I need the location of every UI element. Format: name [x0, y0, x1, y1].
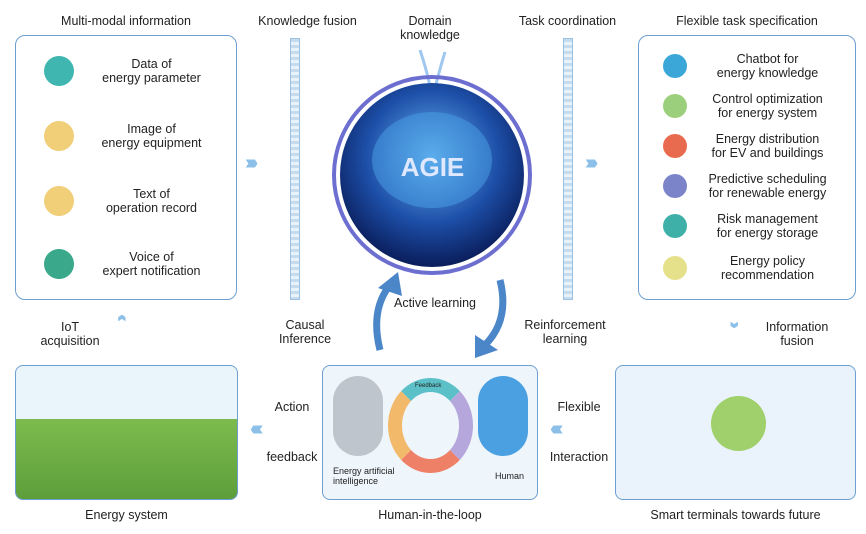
- item-label: Voice of expert notification: [102, 250, 201, 278]
- list-item: Text of operation record: [44, 186, 229, 216]
- battery-icon: [663, 214, 687, 238]
- chevron-left-icon: ›››››: [255, 418, 264, 440]
- chevron-down-icon: ›››: [724, 321, 745, 324]
- list-item: Control optimization for energy system: [663, 92, 848, 120]
- iot-acquisition-label: IoT acquisition: [40, 320, 100, 348]
- list-item: Chatbot for energy knowledge: [663, 52, 848, 80]
- ai-figure: [333, 376, 383, 456]
- item-label: Text of operation record: [105, 187, 198, 215]
- item-label: Risk management for energy storage: [716, 212, 819, 240]
- person-icon: [663, 94, 687, 118]
- feedback-side-label: feedback: [266, 450, 318, 464]
- cloud-icon: [44, 121, 74, 151]
- presentation-icon: [663, 256, 687, 280]
- item-label: Control optimization for energy system: [712, 92, 823, 120]
- chevron-up-icon: ›››: [110, 319, 131, 322]
- hitl-panel: Feedback Energy artificial intelligence …: [322, 365, 538, 500]
- information-fusion-label: Information fusion: [765, 320, 829, 348]
- list-item: Voice of expert notification: [44, 249, 229, 279]
- item-label: Energy distribution for EV and buildings: [711, 132, 824, 160]
- list-item: Risk management for energy storage: [663, 212, 848, 240]
- network-icon: [663, 174, 687, 198]
- human-label: Human: [495, 471, 525, 481]
- item-label: Energy policy recommendation: [720, 254, 815, 282]
- list-item: Predictive scheduling for renewable ener…: [663, 172, 848, 200]
- robot-icon: [663, 54, 687, 78]
- active-learning-label: Active learning: [394, 296, 476, 310]
- item-label: Image of energy equipment: [101, 122, 202, 150]
- chevron-right-icon: ›››››: [585, 152, 599, 174]
- chart-icon: [44, 56, 74, 86]
- header-task-coordination: Task coordination: [518, 14, 617, 28]
- human-figure: [478, 376, 528, 456]
- loop-cycle: [388, 378, 473, 473]
- smart-terminals-panel: [615, 365, 856, 500]
- item-label: Data of energy parameter: [102, 57, 201, 85]
- list-item: Image of energy equipment: [44, 121, 229, 151]
- header-flexible-task: Flexible task specification: [676, 14, 818, 28]
- energy-system-panel: [15, 365, 238, 500]
- building-icon: [663, 134, 687, 158]
- list-item: Energy policy recommendation: [663, 254, 848, 282]
- terminals-caption: Smart terminals towards future: [650, 508, 821, 522]
- item-label: Predictive scheduling for renewable ener…: [708, 172, 827, 200]
- task-panel: Chatbot for energy knowledge Control opt…: [638, 35, 856, 300]
- learning-arrows: [373, 272, 507, 358]
- list-item: Data of energy parameter: [44, 56, 229, 86]
- flexible-label: Flexible: [557, 400, 601, 414]
- ai-label: Energy artificial intelligence: [333, 466, 395, 486]
- reinforcement-learning-label: Reinforcement learning: [524, 318, 606, 346]
- list-item: Energy distribution for EV and buildings: [663, 132, 848, 160]
- interaction-label: Interaction: [549, 450, 609, 464]
- task-coordination-bar: [563, 38, 573, 300]
- knowledge-fusion-bar: [290, 38, 300, 300]
- header-multimodal: Multi-modal information: [61, 14, 191, 28]
- chevron-right-icon: ›››››: [245, 152, 259, 174]
- agie-brain: [332, 49, 532, 275]
- header-knowledge-fusion: Knowledge fusion: [258, 14, 357, 28]
- agie-label: AGIE: [400, 152, 465, 182]
- megaphone-icon: [44, 249, 74, 279]
- feedback-label: Feedback: [415, 383, 442, 389]
- item-label: Chatbot for energy knowledge: [716, 52, 819, 80]
- multimodal-panel: Data of energy parameter Image of energy…: [15, 35, 237, 300]
- globe-icon: [711, 396, 766, 451]
- header-domain-knowledge: Domain knowledge: [400, 14, 460, 42]
- hitl-caption: Human-in-the-loop: [378, 508, 482, 522]
- document-icon: [44, 186, 74, 216]
- causal-inference-label: Causal Inference: [278, 318, 332, 346]
- chevron-left-icon: ›››››: [555, 418, 564, 440]
- action-label: Action: [274, 400, 310, 414]
- energy-system-caption: Energy system: [85, 508, 168, 522]
